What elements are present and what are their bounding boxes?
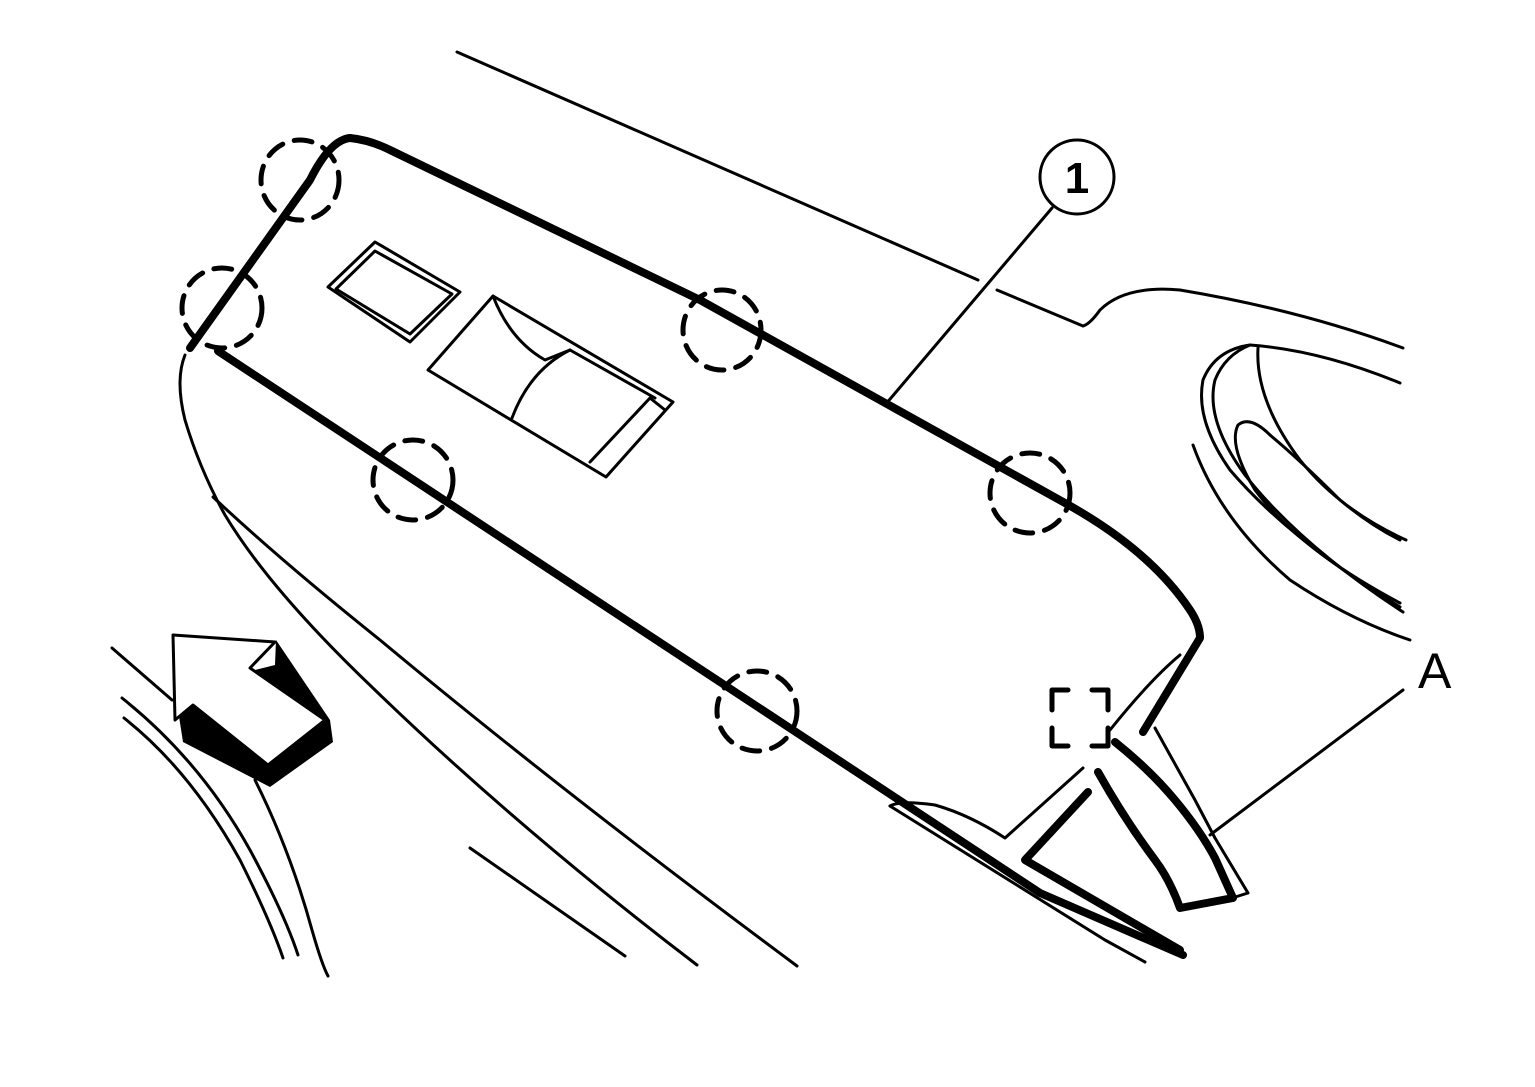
clip-marker-icon: [370, 437, 456, 523]
callout-a-label: A: [1418, 643, 1452, 699]
window-switch-panel: [326, 240, 675, 479]
clip-marker-icon: [714, 668, 800, 754]
clip-markers: [179, 137, 1073, 754]
clip-marker-icon: [179, 265, 265, 351]
clip-marker-icon: [987, 450, 1073, 536]
metal-clip-marker-icon: [1049, 687, 1111, 749]
clip-marker-icon: [258, 137, 342, 223]
door-finisher-outline: [186, 134, 1250, 964]
direction-arrow-icon: [171, 633, 333, 787]
callout-a: A: [1208, 643, 1452, 837]
clip-marker-icon: [680, 287, 764, 373]
callout-1: 1: [883, 138, 1116, 407]
door-body-lines: [110, 50, 1412, 978]
callout-1-label: 1: [1065, 154, 1089, 203]
